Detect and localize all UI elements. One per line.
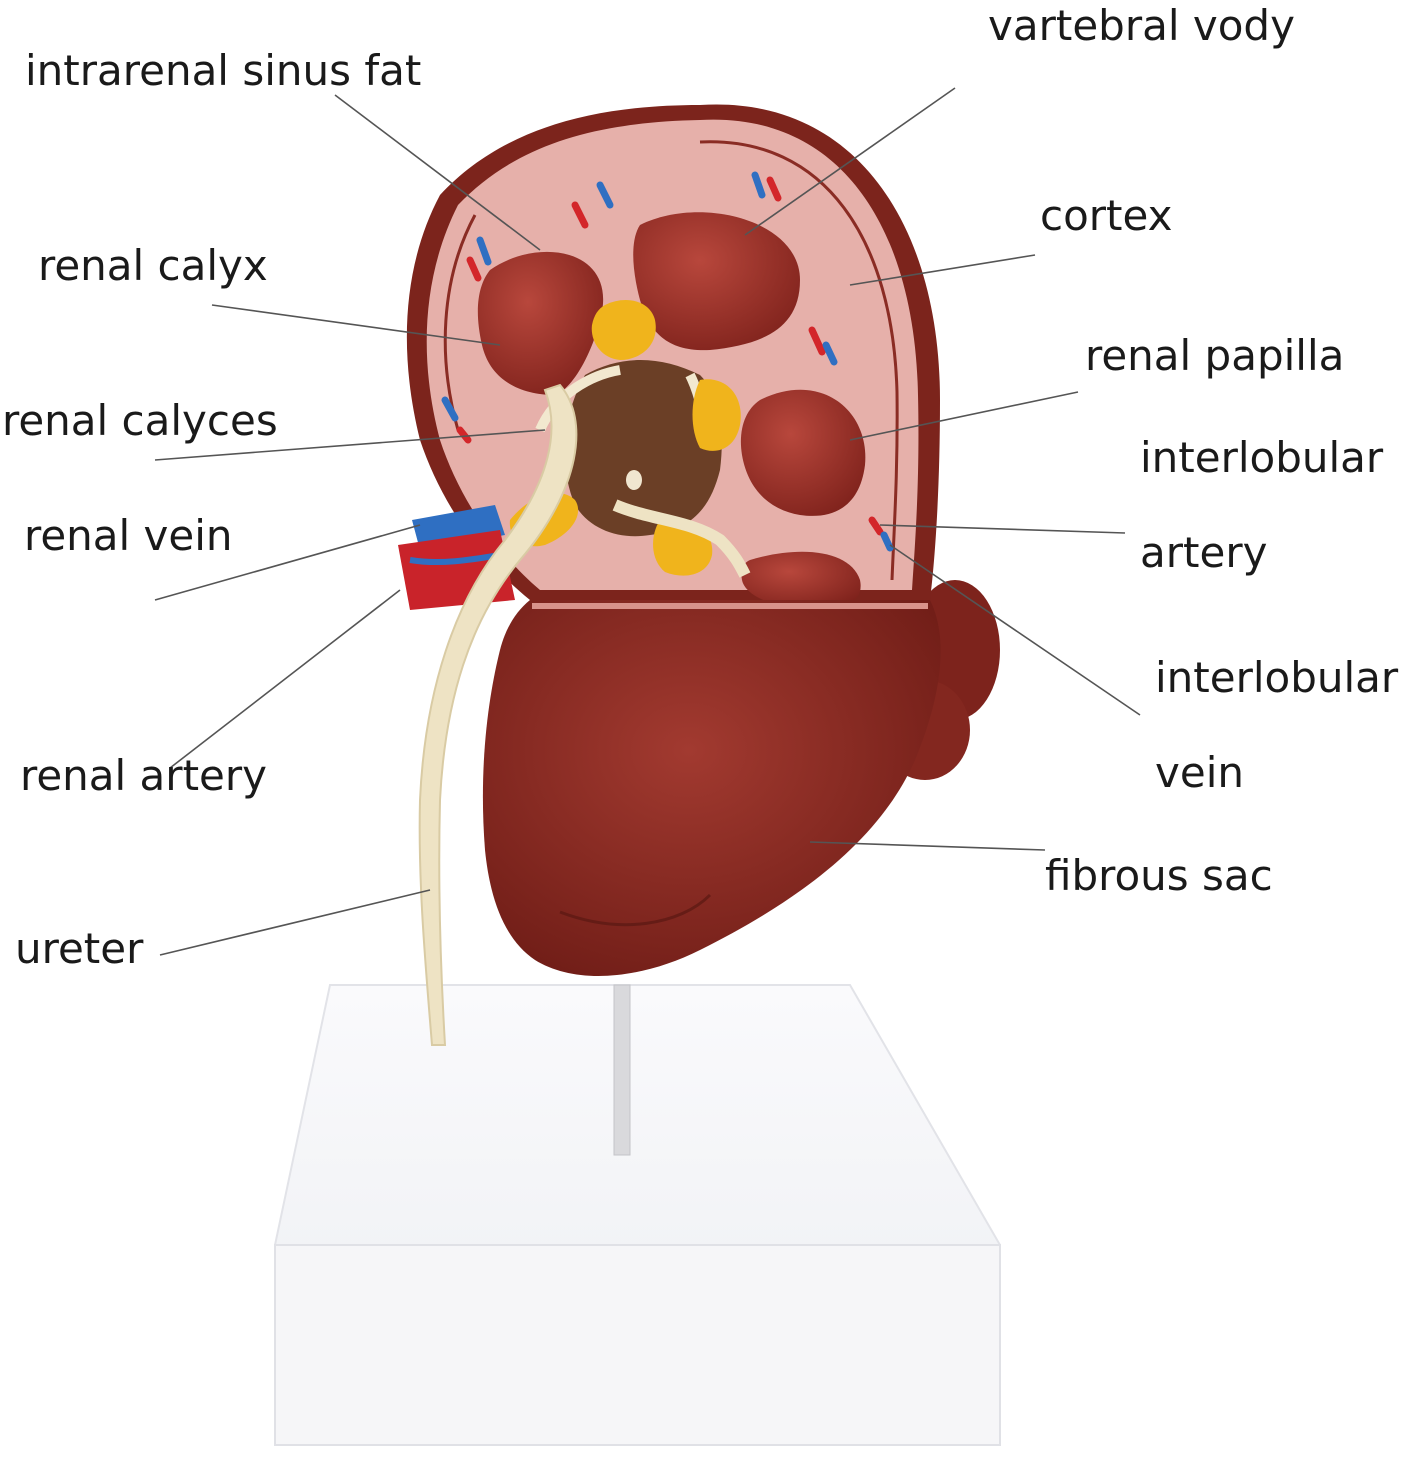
label-intrarenal-sinus-fat: intrarenal sinus fat — [25, 46, 422, 95]
display-stand — [274, 984, 1001, 1446]
stand-rod — [613, 984, 631, 1156]
label-interlobular-vein-line1: interlobular — [1155, 653, 1399, 702]
label-ureter: ureter — [15, 924, 144, 973]
label-interlobular-artery-line2: artery — [1140, 528, 1268, 577]
label-vartebral-vody: vartebral vody — [988, 1, 1295, 50]
label-renal-artery: renal artery — [20, 751, 267, 800]
leader-lines — [154, 87, 1141, 956]
ureter-tube — [418, 383, 578, 1046]
label-interlobular-artery-line1: interlobular — [1140, 433, 1384, 482]
label-fibrous-sac: fibrous sac — [1045, 851, 1273, 900]
label-renal-papilla: renal papilla — [1085, 331, 1345, 380]
renal-pyramids — [477, 212, 866, 609]
label-renal-calyces: renal calyces — [2, 396, 278, 445]
label-interlobular-vein-line2: vein — [1155, 748, 1244, 797]
fibrous-sac-shape — [482, 600, 941, 977]
label-cortex: cortex — [1040, 191, 1173, 240]
label-renal-calyx: renal calyx — [38, 241, 268, 290]
label-renal-vein: renal vein — [24, 511, 233, 560]
